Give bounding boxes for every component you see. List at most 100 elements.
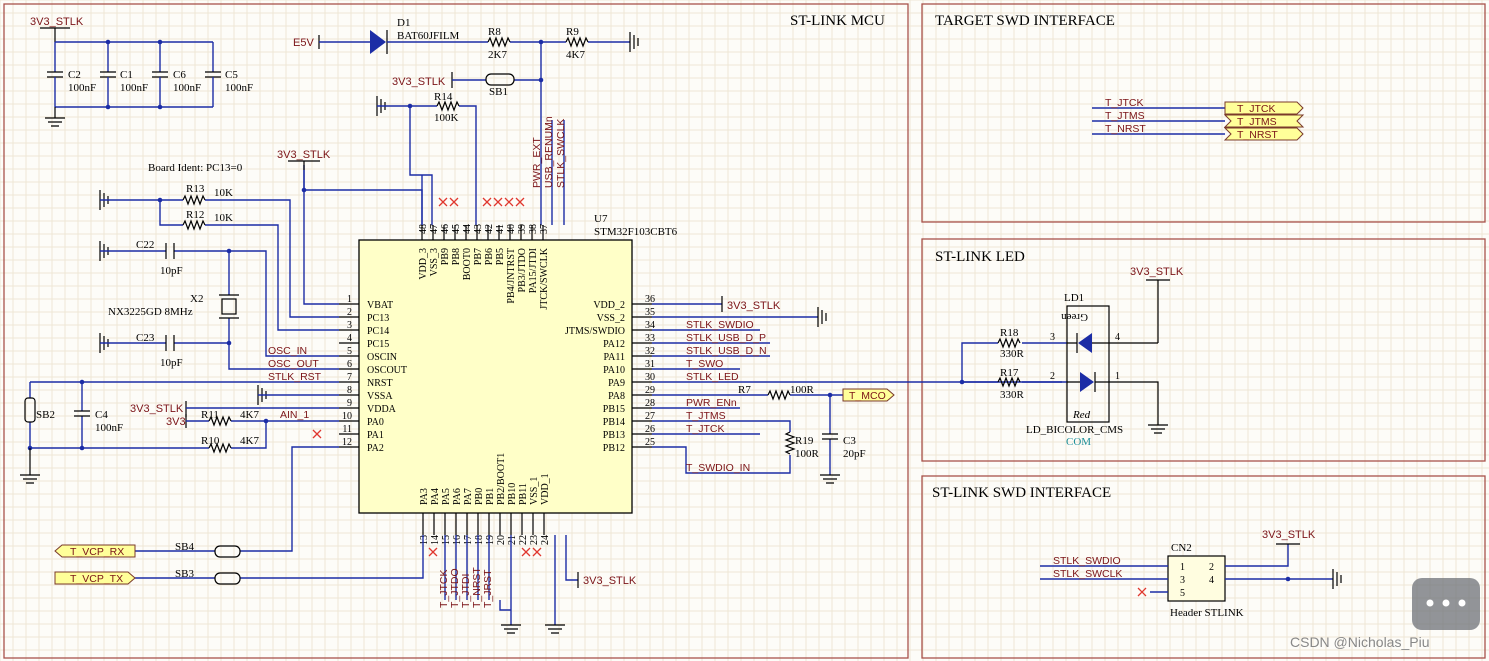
mcu-pin-num: 20 bbox=[496, 535, 507, 545]
mcu-pin-num: 18 bbox=[474, 535, 485, 545]
port-target-t-jtms[interactable] bbox=[1223, 114, 1305, 128]
mcu-pin-name: PB3/JTDO bbox=[517, 248, 528, 292]
ref-sb2: SB2 bbox=[36, 409, 55, 421]
ref-r19: R19 bbox=[795, 435, 814, 447]
led-red-icon bbox=[1080, 372, 1094, 392]
port-label-target-t-nrst: T_NRST bbox=[1237, 129, 1278, 141]
target-net-t-jtck: T_JTCK bbox=[1105, 97, 1144, 109]
mcu-pin-num: 17 bbox=[463, 535, 474, 545]
mcu-pin-name: VSS_2 bbox=[597, 313, 625, 324]
mcu-pin-name: PA5 bbox=[441, 488, 452, 505]
net-pwr-enn: PWR_ENn bbox=[686, 397, 737, 409]
mcu-pin-num: 26 bbox=[645, 424, 655, 435]
mcu-pin-num: 31 bbox=[645, 359, 655, 370]
no-connect-mark bbox=[449, 197, 459, 207]
section-title-mcu: ST-LINK MCU bbox=[790, 13, 885, 29]
mcu-pin-name: PA7 bbox=[463, 488, 474, 505]
mcu-pin-name: PC15 bbox=[367, 339, 389, 350]
val-r17: 330R bbox=[1000, 389, 1025, 401]
mcu-pin-name: PA11 bbox=[604, 352, 626, 363]
ref-c6: C6 bbox=[173, 69, 186, 81]
val-d1: BAT60JFILM bbox=[397, 30, 460, 42]
net-t-jtdi: T_JTDI bbox=[460, 574, 472, 608]
ref-u7: U7 bbox=[594, 213, 608, 225]
mcu-pin-num: 45 bbox=[451, 224, 462, 234]
ref-d1: D1 bbox=[397, 17, 410, 29]
port-target-t-nrst[interactable] bbox=[1223, 127, 1304, 141]
diode-d1-icon bbox=[370, 30, 386, 54]
led-section: 3V3_STLK R18 330R R17 330R Green Red 3 4… bbox=[959, 266, 1184, 448]
no-connect-mark bbox=[493, 197, 503, 207]
mcu-pin-num: 47 bbox=[429, 224, 440, 234]
port-t-mco[interactable] bbox=[842, 388, 895, 402]
mcu-pin-num: 43 bbox=[473, 224, 484, 234]
port-label-target-t-jtck: T_JTCK bbox=[1237, 103, 1276, 115]
watermark-text: CSDN @Nicholas_Piu bbox=[1290, 634, 1429, 650]
port-label-t-mco: T_MCO bbox=[849, 390, 886, 402]
mcu-pin-num: 38 bbox=[528, 224, 539, 234]
net-usb-renumn: USB_RENUMn bbox=[543, 116, 555, 188]
ref-cn2: CN2 bbox=[1171, 542, 1192, 554]
frame-led bbox=[921, 238, 1486, 462]
mcu-pin-name: VBAT bbox=[367, 300, 393, 311]
mcu-pin-num: 30 bbox=[645, 372, 655, 383]
mcu-pin-num: 22 bbox=[518, 535, 529, 545]
target-swd: T_JTCK T_JTMS T_NRST T_JTCK T_JTMS T_NRS… bbox=[1092, 97, 1305, 141]
mcu-pin-num: 12 bbox=[342, 437, 352, 448]
net-t-jtms: T_JTMS bbox=[686, 410, 726, 422]
ref-r13: R13 bbox=[186, 183, 205, 195]
mcu-pin-name: PA8 bbox=[608, 391, 625, 402]
mcu-pin-num: 23 bbox=[529, 535, 540, 545]
mcu-pin-num: 24 bbox=[540, 535, 551, 545]
mcu-pin-name: PA15/JTDI bbox=[528, 248, 539, 293]
ref-x2: X2 bbox=[190, 293, 203, 305]
net-t-nrst-bottom: T_NRST bbox=[471, 567, 483, 608]
power-label-3v-r11: 3V3 bbox=[166, 416, 186, 428]
mcu-pin-num: 35 bbox=[645, 307, 655, 318]
mcu-pin-num: 37 bbox=[539, 224, 550, 234]
ref-r12: R12 bbox=[186, 209, 204, 221]
frame-mcu bbox=[3, 3, 909, 659]
mcu-pin-name: PB13 bbox=[603, 430, 625, 441]
power-label-3v3-sb1: 3V3_STLK bbox=[392, 76, 446, 88]
mcu-u7: U7 STM32F103CBT6 1VBAT2PC133PC144PC155OS… bbox=[339, 197, 678, 545]
port-target-t-jtck[interactable] bbox=[1224, 101, 1304, 115]
mcu-pin-name: JTMS/SWDIO bbox=[565, 326, 625, 337]
cn2-pin-5: 5 bbox=[1180, 588, 1185, 599]
mcu-pin-num: 2 bbox=[347, 307, 352, 318]
net-t-swo: T_SWO bbox=[686, 358, 723, 370]
mcu-pin-num: 46 bbox=[440, 224, 451, 234]
led-ld1-body bbox=[1066, 305, 1110, 423]
val-r7: 100R bbox=[790, 384, 815, 396]
ref-r8: R8 bbox=[488, 26, 501, 38]
mcu-pin-name: PB14 bbox=[603, 417, 625, 428]
port-t-vcp-rx[interactable] bbox=[54, 544, 136, 558]
port-t-vcp-tx[interactable] bbox=[54, 571, 136, 585]
mcu-body bbox=[358, 239, 633, 514]
frame-stlink-swd bbox=[921, 475, 1486, 659]
val-cn2: Header STLINK bbox=[1170, 607, 1244, 619]
mcu-pin-name: PA0 bbox=[367, 417, 384, 428]
ref-c22: C22 bbox=[136, 239, 154, 251]
mcu-pin-name: JTCK/SWCLK bbox=[539, 247, 550, 309]
mcu-pin-name: OSCOUT bbox=[367, 365, 407, 376]
mcu-pin-num: 15 bbox=[441, 535, 452, 545]
mcu-pin-num: 9 bbox=[347, 398, 352, 409]
led-label-green: Green bbox=[1061, 311, 1088, 323]
solder-bridge-sb4-icon bbox=[214, 545, 241, 558]
ref-r17: R17 bbox=[1000, 367, 1019, 379]
ref-c3: C3 bbox=[843, 435, 856, 447]
mcu-pin-name: PA2 bbox=[367, 443, 384, 454]
led-label-red: Red bbox=[1072, 409, 1091, 421]
mcu-pin-num: 13 bbox=[419, 535, 430, 545]
cn2-pin-3: 3 bbox=[1180, 575, 1185, 586]
part-u7: STM32F103CBT6 bbox=[594, 226, 678, 238]
val-c23: 10pF bbox=[160, 357, 183, 369]
val-c2: 100nF bbox=[68, 82, 96, 94]
ref-ld1: LD1 bbox=[1064, 292, 1084, 304]
section-title-led: ST-LINK LED bbox=[935, 249, 1025, 265]
section-title-target-swd: TARGET SWD INTERFACE bbox=[935, 13, 1115, 29]
mcu-pin-name: VDD_3 bbox=[418, 248, 429, 280]
